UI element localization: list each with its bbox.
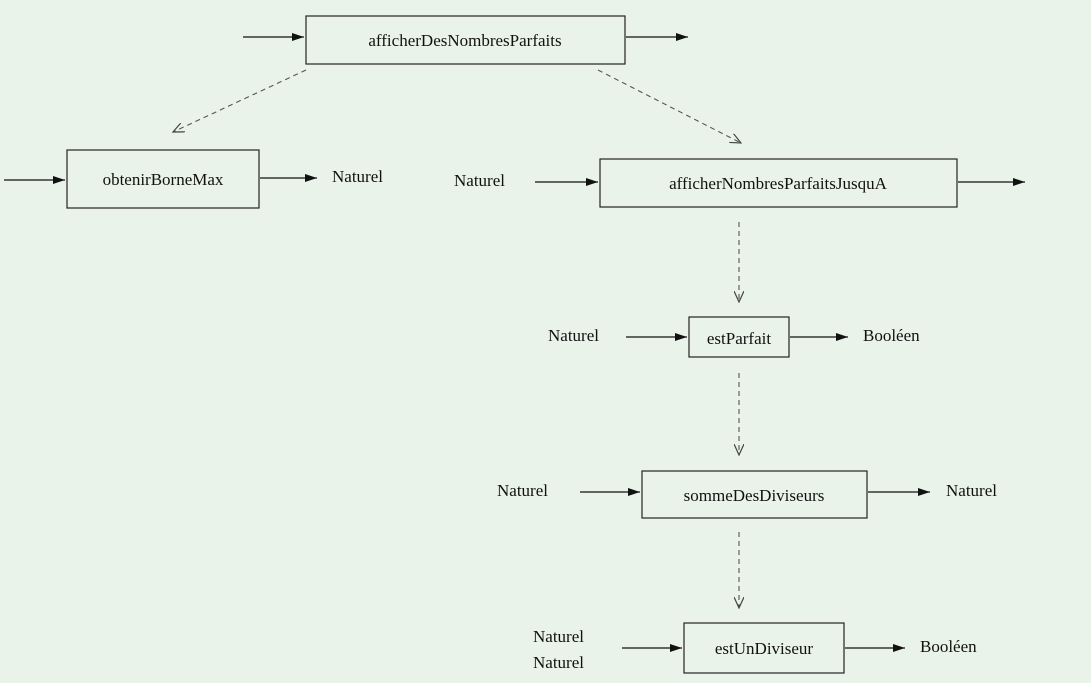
node-box <box>641 470 868 519</box>
type-label: Naturel <box>533 653 584 672</box>
node-box <box>688 316 790 358</box>
node-est-parfait: estParfait <box>688 316 790 358</box>
type-label: Naturel <box>548 326 599 345</box>
node-label: afficherNombresParfaitsJusquA <box>669 174 888 193</box>
node-box <box>66 149 260 209</box>
node-label: estParfait <box>707 329 771 348</box>
type-label: Naturel <box>533 627 584 646</box>
call-edge <box>597 69 741 143</box>
call-edge <box>173 69 307 132</box>
node-somme-des-diviseurs: sommeDesDiviseurs <box>641 470 868 519</box>
node-box <box>683 622 845 674</box>
node-box <box>599 158 958 208</box>
type-label: Naturel <box>497 481 548 500</box>
type-label: Naturel <box>332 167 383 186</box>
node-label: afficherDesNombresParfaits <box>368 31 561 50</box>
type-label: Naturel <box>454 171 505 190</box>
node-obtenir-borne-max: obtenirBorneMax <box>66 149 260 209</box>
node-afficher-nombres-parfaits-jusqu-a: afficherNombresParfaitsJusquA <box>599 158 958 208</box>
type-label: Naturel <box>946 481 997 500</box>
node-label: estUnDiviseur <box>715 639 814 658</box>
type-label: Booléen <box>863 326 920 345</box>
node-est-un-diviseur: estUnDiviseur <box>683 622 845 674</box>
node-afficher-des-nombres-parfaits: afficherDesNombresParfaits <box>305 15 626 65</box>
node-label: sommeDesDiviseurs <box>684 486 825 505</box>
node-box <box>305 15 626 65</box>
node-label: obtenirBorneMax <box>103 170 224 189</box>
type-label: Booléen <box>920 637 977 656</box>
